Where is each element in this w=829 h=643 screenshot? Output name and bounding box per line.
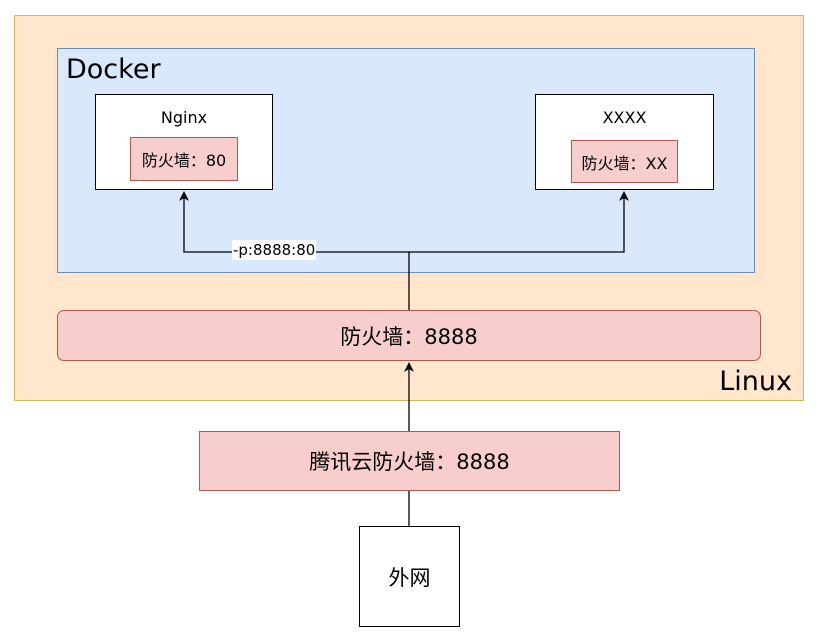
- xxxx-firewall-label: 防火墙：XX: [581, 153, 668, 173]
- linux-firewall-to-xxxx-arrow: [409, 191, 629, 253]
- nginx-title: Nginx: [160, 108, 208, 127]
- internet-box: 外网: [359, 526, 460, 627]
- linux-firewall-label: 防火墙：8888: [340, 324, 478, 349]
- internet-label: 外网: [388, 565, 431, 590]
- port-mapping-label: -p:8888:80: [232, 240, 317, 260]
- linux-label: Linux: [719, 366, 792, 397]
- docker-label: Docker: [66, 54, 161, 85]
- cloud-firewall-label: 腾讯云防火墙：8888: [309, 450, 510, 474]
- nginx-firewall-label: 防火墙：80: [141, 151, 227, 170]
- nginx-firewall-box: 防火墙：80: [130, 137, 238, 181]
- cloud-firewall-box: 腾讯云防火墙：8888: [199, 431, 620, 491]
- xxxx-firewall-box: 防火墙：XX: [571, 140, 678, 183]
- linux-firewall-box: 防火墙：8888: [57, 310, 761, 361]
- xxxx-title: XXXX: [602, 108, 647, 127]
